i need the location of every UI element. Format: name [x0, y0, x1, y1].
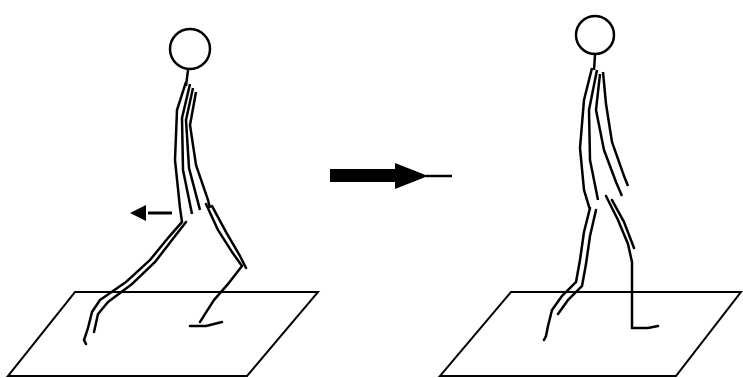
- floor-plate-left: [8, 292, 318, 376]
- panel-after: [440, 16, 741, 376]
- figure-neck-right: [594, 55, 595, 70]
- arrow-right-icon: [330, 163, 452, 189]
- panel-before: [8, 29, 318, 376]
- figure-legs-left: [84, 204, 246, 344]
- arrow-left-icon: [130, 205, 172, 221]
- figure-head-right: [576, 16, 614, 54]
- figure-torso-left: [175, 82, 210, 222]
- figure-legs-right: [544, 196, 658, 340]
- figure-torso-right: [580, 68, 628, 210]
- floor-plate-right: [440, 292, 741, 376]
- figure-head-left: [170, 29, 210, 69]
